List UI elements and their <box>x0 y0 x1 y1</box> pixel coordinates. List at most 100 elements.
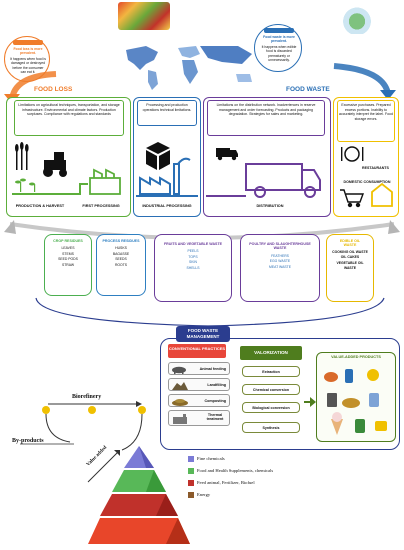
stage-marker-2 <box>88 406 96 414</box>
industrial-description: Processing and production operations tec… <box>142 103 192 112</box>
waste-item: VEGETABLE OIL WASTE <box>336 260 364 271</box>
waste-item: SKIN <box>189 260 197 265</box>
conventional-header: CONVENTIONAL PRACTICES <box>168 344 226 358</box>
oil-can-icon <box>327 393 337 407</box>
food-waste-title: FOOD WASTE <box>286 86 330 93</box>
waste-box-oil: EDIBLE OIL WASTE COOKING OIL WASTE OIL C… <box>326 234 374 302</box>
conventional-title: CONVENTIONAL PRACTICES <box>168 345 226 351</box>
sprout-icon <box>15 178 36 192</box>
pyramid-tier-energy <box>88 518 190 544</box>
food-waste-note-body: It happens when edible food is discarded… <box>261 45 297 62</box>
waste-item: EGG WASTE <box>269 259 291 264</box>
waste-box-process: PROCESS RESIDUES HUSKS BAGASSE SEEDS ROO… <box>96 234 146 296</box>
stage-marker-3 <box>138 406 146 414</box>
waste-box-crop: CROP RESIDUES LEAVES STEMS SEED PODS STR… <box>44 234 92 296</box>
pill-box-icon <box>375 421 387 431</box>
waste-item: PEELS <box>187 249 199 254</box>
restaurants-label: RESTAURANTS <box>362 166 389 170</box>
landfill-icon <box>172 382 188 390</box>
distribution-illustration <box>206 148 321 198</box>
consumption-description: Excessive purchases. Prepared excess por… <box>339 103 393 121</box>
truck-icon <box>216 148 238 161</box>
cow-icon <box>172 366 186 374</box>
legend-label: Fine chemicals <box>197 456 225 461</box>
production-description: Limitations on agricultural techniques, … <box>18 103 120 117</box>
valorization-row: Extraction <box>242 366 300 377</box>
waste-title-crop: CROP RESIDUES <box>53 239 83 243</box>
conventional-label: Animal feeding <box>199 366 226 371</box>
biorefinery-flow <box>20 401 146 451</box>
waste-item: LEAVES <box>61 246 75 251</box>
waste-item: STRAW <box>61 262 75 267</box>
industrial-illustration <box>136 142 198 197</box>
waste-item: SEED PODS <box>58 257 78 262</box>
waste-title-oil: EDIBLE OIL WASTE <box>339 239 361 248</box>
waste-item: MEAT WASTE <box>269 264 291 269</box>
value-added-products-box: VALUE-ADDED PRODUCTS <box>316 352 396 442</box>
supplement-bottle-icon <box>345 369 353 383</box>
wheat-icon <box>15 142 29 170</box>
legend-label: Energy <box>197 492 211 497</box>
valorization-row: Chemical conversion <box>242 384 300 395</box>
enzyme-icon <box>367 369 379 381</box>
legend-swatch-fine-chemicals <box>188 456 194 462</box>
vegetables-product-icon <box>324 372 338 382</box>
products-icons <box>324 369 387 435</box>
house-icon <box>371 182 393 207</box>
distribution-label: DISTRIBUTION <box>256 204 284 208</box>
waste-item: HUSKS <box>115 246 127 251</box>
conventional-label: Composting <box>204 398 226 403</box>
food-loss-title: FOOD LOSS <box>34 86 73 93</box>
ice-cream-icon <box>331 419 343 435</box>
valorization-arrow <box>304 397 316 407</box>
bread-icon <box>342 398 360 408</box>
waste-title-poultry: POULTRY AND SLAUGHTERHOUSE WASTE <box>249 242 311 251</box>
funnel-arrow <box>35 297 385 327</box>
management-frame <box>160 338 400 450</box>
waste-title-process: PROCESS RESIDUES <box>102 239 140 243</box>
food-waste-note: Food waste is more prevalent. It happens… <box>254 24 302 72</box>
waste-item: ROOTS <box>114 262 128 267</box>
production-illustration <box>12 142 121 195</box>
package-icon <box>146 142 170 170</box>
waste-globe-photo <box>340 6 374 34</box>
factory-icon <box>139 157 191 195</box>
conventional-row: Landfilling <box>168 378 230 391</box>
tractor-icon <box>43 152 67 177</box>
vegetables-photo <box>118 2 170 30</box>
waste-item: STEMS <box>62 251 74 256</box>
waste-title-fruits: FRUITS AND VEGETABLE WASTE <box>163 242 223 246</box>
waste-item: SEEDS <box>115 257 127 262</box>
compost-icon <box>172 399 188 406</box>
incinerator-icon <box>173 414 187 424</box>
management-title: FOOD WASTE MANAGEMENT <box>186 328 220 339</box>
legend-label: Food and Health Supplements, chemicals <box>197 468 274 473</box>
waste-item: SHELLS <box>186 265 200 270</box>
food-waste-note-heading: Food waste is more prevalent. <box>263 35 295 44</box>
consumption-illustration <box>340 146 393 208</box>
legend-label: Feed animal, Fertilizer, Biofuel <box>197 480 255 485</box>
jar-icon <box>369 393 379 407</box>
conventional-label: Thermal treatment <box>206 413 224 421</box>
food-loss-note: Food loss is more prevalent. It happens … <box>4 36 50 82</box>
biorefinery-label: Biorefinery <box>72 394 102 400</box>
conventional-row: Composting <box>168 394 230 407</box>
waste-box-fruits: FRUITS AND VEGETABLE WASTE PEELS TOPS SK… <box>154 234 232 302</box>
processing-plant-icon <box>89 168 121 195</box>
valorization-row: Biological conversion <box>242 402 300 413</box>
shopping-cart-icon <box>340 189 365 208</box>
production-label: PRODUCTION & HARVEST <box>15 204 65 208</box>
products-title: VALUE-ADDED PRODUCTS <box>331 355 381 359</box>
valorization-header: VALORIZATION <box>240 346 302 360</box>
waste-item: COOKING OIL WASTE <box>332 249 368 254</box>
world-map <box>126 46 252 90</box>
valorization-row: Synthesis <box>242 422 300 433</box>
industrial-label: INDUSTRIAL PROCESSING <box>142 204 192 208</box>
legend-swatch-food-health <box>188 468 194 474</box>
waste-item: OIL CAKES <box>340 255 360 260</box>
legend-swatch-energy <box>188 492 194 498</box>
conventional-row: Thermal treatment <box>168 410 230 426</box>
food-loss-note-heading: Food loss is more prevalent. <box>13 47 43 56</box>
value-added-arrow <box>87 450 120 483</box>
waste-item: FEATHERS <box>271 253 289 258</box>
